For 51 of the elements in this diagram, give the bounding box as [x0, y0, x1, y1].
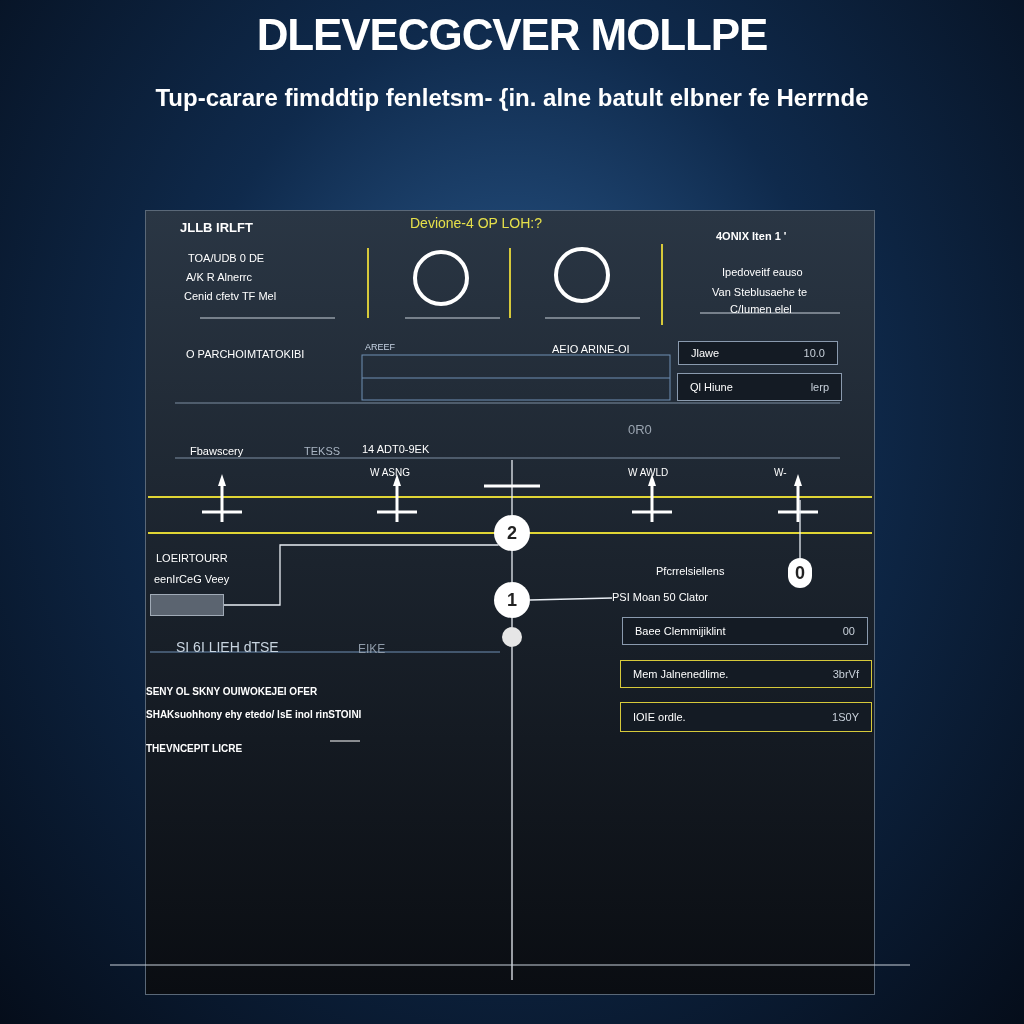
panel-label: Van Steblusaehe te: [712, 285, 808, 300]
panel-label: 4ONIX Iten 1 ': [716, 229, 787, 244]
panel-label: Devione-4 OP LOH:?: [410, 214, 543, 233]
data-row: [620, 660, 872, 688]
panel-label: THEVNCEPIT LICRE: [146, 742, 243, 756]
panel-label: 0R0: [628, 421, 652, 439]
panel-label: SHAKsuohhony ehy etedo/ lsE inol rinSTOINI: [146, 708, 362, 721]
row-label: Ql Hiune: [690, 379, 733, 395]
panel-label: Fbawscery: [190, 444, 244, 459]
row-label: Mem Jalnenedlime.: [633, 666, 729, 682]
data-row: [678, 341, 838, 365]
row-value: 1S0Y: [832, 709, 859, 725]
panel-label: SENY OL SKNY OUIWOKEJEI OFER: [146, 685, 318, 699]
panel-label: AREEF: [365, 341, 395, 354]
title: DLEVECGCVER MOLLPE: [255, 9, 769, 61]
panel-label: 14 ADT0-9EK: [362, 442, 430, 457]
row-value: 3brVf: [832, 666, 859, 682]
panel-label: AEIO ARINE-OI: [552, 342, 630, 357]
callout-text: PSI Moan 50 Clator: [612, 589, 762, 607]
panel-label: A/K R Alnerrc: [186, 270, 253, 285]
panel-label: JLLB IRLFT: [180, 219, 253, 237]
row-label: Jlawe: [691, 345, 720, 361]
connector-line: [223, 544, 500, 606]
panel-label: eenIrCeG Veey: [154, 572, 230, 587]
connector-line: [799, 499, 801, 559]
row-label: Baee Clemmijiklint: [635, 623, 726, 639]
subtitle: Tup-carare fimddtip fenletsm- {in. alne batult elbner fe Herrnde: [154, 83, 870, 113]
data-row: [620, 702, 872, 732]
connector-line: [511, 617, 513, 628]
connector-line: [511, 550, 513, 583]
panel-label: W AWLD: [628, 466, 669, 480]
panel-label: EIKE: [358, 641, 386, 658]
panel-label: C/Iumen elel: [730, 302, 792, 317]
data-row: [622, 617, 868, 645]
panel-label: LOEIRTOURR: [156, 551, 228, 566]
row-value: 10.0: [803, 345, 825, 361]
panel-label: Cenid cfetv TF Mel: [184, 289, 277, 304]
panel-label: Ipedoveitf eauso: [722, 265, 803, 280]
panel-label: TOA/UDB 0 DE: [188, 251, 265, 266]
panel-label: O PARCHOIMTATOKIBI: [186, 347, 305, 362]
panel-label: W ASNG: [370, 466, 410, 480]
panel-label: SI 6I LIEH dTSE: [176, 638, 279, 657]
image-placeholder: [150, 594, 224, 616]
panel-label: TEKSS: [304, 444, 341, 459]
panel-label: W-: [774, 466, 787, 480]
row-value: 00: [842, 623, 855, 639]
data-row: [677, 373, 842, 401]
connector-line: [529, 597, 613, 601]
panel-label: Pfcrrelsiellens: [656, 564, 725, 579]
row-value: lerp: [810, 379, 829, 395]
row-label: IOIE ordle.: [633, 709, 686, 725]
